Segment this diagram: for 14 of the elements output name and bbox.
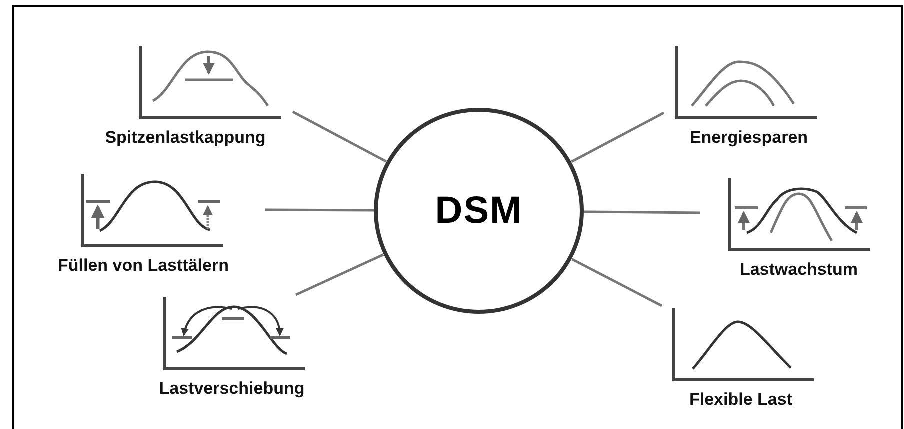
- curve-label: Lastverschiebung: [158, 379, 306, 399]
- center-circle: [374, 108, 584, 314]
- connector-line: [571, 112, 665, 163]
- circle-label: DSM: [435, 190, 523, 232]
- curve-label: Spitzenlastkappung: [104, 128, 267, 148]
- connector-line: [265, 208, 374, 212]
- connector-line: [572, 258, 663, 308]
- curve-label: Energiesparen: [688, 128, 810, 148]
- connector-line: [584, 210, 700, 214]
- curve-label: Flexible Last: [688, 390, 794, 410]
- curve-label: Füllen von Lasttälern: [57, 256, 230, 276]
- connector-line: [295, 254, 384, 296]
- curve-label: Lastwachstum: [738, 260, 860, 280]
- connector-line: [292, 110, 387, 163]
